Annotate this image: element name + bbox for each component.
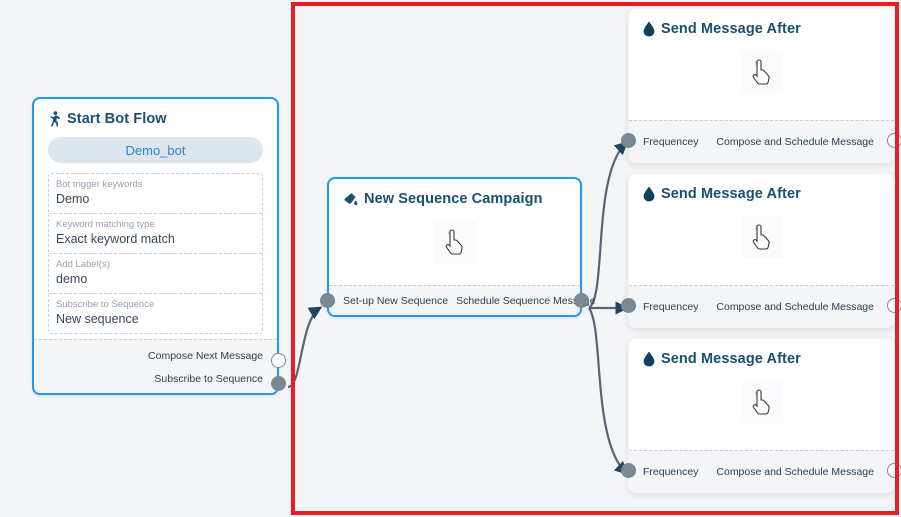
- water-droplet-icon: [643, 351, 655, 367]
- pointing-hand-cursor-icon: [740, 51, 783, 93]
- port-out-schedule-sequence-message[interactable]: [574, 293, 589, 308]
- field-subscribe-to-sequence[interactable]: Subscribe to Sequence New sequence: [49, 294, 262, 333]
- water-droplet-icon: [643, 21, 655, 37]
- output-label-schedule-sequence-message: Schedule Sequence Message: [456, 294, 596, 307]
- port-out-compose-and-schedule-message-2[interactable]: [887, 298, 901, 313]
- edge-sequence-to-card-3: [588, 307, 628, 475]
- port-in-frequencey-2[interactable]: [621, 298, 636, 313]
- field-value: New sequence: [56, 312, 139, 326]
- edge-sequence-to-card-1: [588, 141, 628, 309]
- node-send-message-after-3[interactable]: Send Message After Frequencey Compose an…: [621, 338, 901, 493]
- node-send-message-after-1-title: Send Message After: [629, 9, 894, 37]
- node-start-bot-flow[interactable]: Start Bot Flow Demo_bot Bot trigger keyw…: [32, 97, 286, 395]
- running-person-icon: [50, 111, 61, 127]
- port-out-compose-next-message[interactable]: [271, 353, 286, 368]
- node-new-sequence-campaign-title: New Sequence Campaign: [329, 179, 580, 207]
- node-send-message-after-2-title: Send Message After: [629, 174, 894, 202]
- node-send-message-after-3-footer: Frequencey Compose and Schedule Message: [629, 450, 894, 492]
- port-out-subscribe-to-sequence[interactable]: [271, 376, 286, 391]
- pointing-hand-cursor-icon: [740, 216, 783, 258]
- node-send-message-after-3-title: Send Message After: [629, 339, 894, 367]
- input-label-frequencey: Frequencey: [643, 135, 699, 148]
- node-send-message-after-1-title-text: Send Message After: [661, 21, 801, 37]
- node-send-message-after-1-footer: Frequencey Compose and Schedule Message: [629, 120, 894, 162]
- port-out-compose-and-schedule-message-1[interactable]: [887, 133, 901, 148]
- pointing-hand-cursor-icon: [740, 381, 783, 423]
- node-start-bot-flow-title: Start Bot Flow: [34, 99, 277, 127]
- input-label-frequencey: Frequencey: [643, 300, 699, 313]
- node-start-bot-flow-title-text: Start Bot Flow: [67, 111, 167, 127]
- port-in-frequencey-3[interactable]: [621, 463, 636, 478]
- field-label: Subscribe to Sequence: [56, 299, 155, 310]
- bot-name-pill[interactable]: Demo_bot: [48, 137, 263, 163]
- node-send-message-after-3-title-text: Send Message After: [661, 351, 801, 367]
- field-value: Demo: [56, 192, 90, 206]
- node-send-message-after-2[interactable]: Send Message After Frequencey Compose an…: [621, 173, 901, 328]
- field-value: Exact keyword match: [56, 232, 175, 246]
- output-label-compose-and-schedule-message: Compose and Schedule Message: [716, 465, 874, 478]
- input-label-frequencey: Frequencey: [643, 465, 699, 478]
- output-label-compose-next-message: Compose Next Message: [148, 350, 263, 362]
- bot-name-pill-text: Demo_bot: [125, 142, 186, 158]
- node-new-sequence-campaign-footer: Set-up New Sequence Schedule Sequence Me…: [329, 285, 596, 315]
- field-label: Bot trigger keywords: [56, 179, 143, 190]
- node-new-sequence-campaign-title-text: New Sequence Campaign: [364, 191, 543, 207]
- field-add-labels[interactable]: Add Label(s) demo: [49, 254, 262, 294]
- output-label-compose-and-schedule-message: Compose and Schedule Message: [716, 135, 874, 148]
- field-keyword-matching-type[interactable]: Keyword matching type Exact keyword matc…: [49, 214, 262, 254]
- output-label-compose-and-schedule-message: Compose and Schedule Message: [716, 300, 874, 313]
- node-new-sequence-campaign[interactable]: New Sequence Campaign Set-up New Sequenc…: [320, 177, 596, 317]
- port-out-compose-and-schedule-message-3[interactable]: [887, 463, 901, 478]
- field-value: demo: [56, 272, 88, 286]
- pointing-hand-cursor-icon: [433, 221, 476, 263]
- field-label: Add Label(s): [56, 259, 110, 270]
- paint-pour-icon: [344, 192, 358, 205]
- node-send-message-after-2-footer: Frequencey Compose and Schedule Message: [629, 285, 894, 327]
- node-send-message-after-2-title-text: Send Message After: [661, 186, 801, 202]
- field-bot-trigger-keywords[interactable]: Bot trigger keywords Demo: [49, 174, 262, 214]
- node-start-bot-flow-footer: Compose Next Message Subscribe to Sequen…: [34, 339, 277, 393]
- water-droplet-icon: [643, 186, 655, 202]
- port-in-setup-new-sequence[interactable]: [320, 293, 335, 308]
- edge-start-to-sequence: [287, 306, 323, 389]
- field-label: Keyword matching type: [56, 219, 155, 230]
- input-label-setup-new-sequence: Set-up New Sequence: [343, 294, 449, 307]
- port-in-frequencey-1[interactable]: [621, 133, 636, 148]
- node-send-message-after-1[interactable]: Send Message After Frequencey Compose an…: [621, 8, 901, 163]
- bot-settings-group: Bot trigger keywords Demo Keyword matchi…: [48, 173, 263, 334]
- output-label-subscribe-to-sequence: Subscribe to Sequence: [154, 373, 263, 385]
